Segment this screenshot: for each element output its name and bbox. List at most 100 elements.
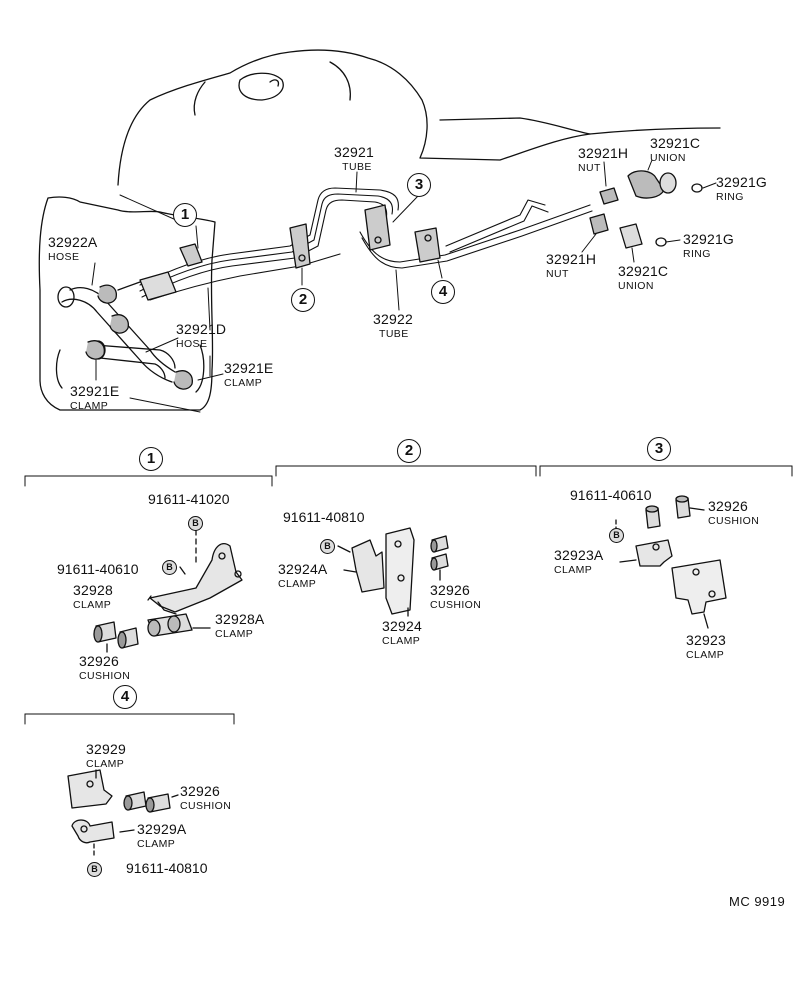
part-name: CLAMP: [382, 635, 421, 647]
bolt-b-icon: B: [188, 516, 203, 531]
part-number: 32921C: [650, 135, 701, 151]
part-name: CLAMP: [86, 758, 125, 770]
part-name: CLAMP: [70, 400, 109, 412]
view-1-marker: 1: [173, 203, 197, 227]
part-number: 32923: [686, 632, 726, 648]
label-ring-32921G-bottom: 32921G RING: [683, 232, 734, 260]
detail-1-header: 1: [139, 447, 163, 471]
leader-lines-main: [91, 159, 717, 413]
part-name: CLAMP: [278, 578, 317, 590]
hose-assembly: [57, 243, 203, 390]
part-name: NUT: [578, 162, 601, 174]
part-name: CLAMP: [554, 564, 593, 576]
view-2-marker: 2: [291, 288, 315, 312]
part-number: 32926: [79, 653, 119, 669]
part-name: CUSHION: [180, 800, 232, 812]
part-number: 32921G: [683, 231, 735, 247]
label-cushion-32926-d3: 32926 CUSHION: [708, 499, 759, 527]
part-name: UNION: [618, 280, 654, 292]
label-clamp-32929: 32929 CLAMP: [86, 742, 126, 770]
detail-2-header: 2: [397, 439, 421, 463]
part-name: TUBE: [342, 161, 372, 173]
detail3-parts: [615, 495, 727, 629]
part-number: 32922A: [48, 234, 98, 250]
part-name: CLAMP: [224, 377, 263, 389]
part-number: 32921H: [546, 251, 597, 267]
label-clamp-32921E-right: 32921E CLAMP: [224, 361, 273, 389]
tube-clamp-3: [364, 204, 391, 251]
detail-4-header: 4: [113, 685, 137, 709]
label-clamp-32928A: 32928A CLAMP: [215, 612, 264, 640]
part-name: HOSE: [176, 338, 208, 350]
bolt-b-icon: B: [609, 528, 624, 543]
part-name: CUSHION: [708, 515, 760, 527]
bolt-code-91611-40810: 91611-40810: [126, 860, 208, 876]
label-nut-32921H-top: 32921H NUT: [578, 146, 628, 174]
part-name: CUSHION: [79, 670, 131, 682]
part-number: 32929: [86, 741, 126, 757]
part-number: 32921D: [176, 321, 227, 337]
detail4-parts: [67, 769, 179, 859]
part-number: 32928A: [215, 611, 265, 627]
part-number: 32926: [180, 783, 220, 799]
label-union-32921C-bottom: 32921C UNION: [618, 264, 668, 292]
part-number: 32921: [334, 144, 374, 160]
part-number: 32921E: [70, 383, 120, 399]
label-union-32921C-top: 32921C UNION: [650, 136, 700, 164]
part-number: 32926: [430, 582, 470, 598]
part-number: 32921E: [224, 360, 274, 376]
part-name: CLAMP: [215, 628, 254, 640]
part-name: UNION: [650, 152, 686, 164]
fittings-right: [589, 170, 703, 249]
label-hose-32921D: 32921D HOSE: [176, 322, 226, 350]
view-3-marker: 3: [407, 173, 431, 197]
label-cushion-32926-d1: 32926 CUSHION: [79, 654, 130, 682]
bolt-b-icon: B: [162, 560, 177, 575]
tube-clamp-4: [414, 227, 441, 263]
bolt-b-icon: B: [320, 539, 335, 554]
label-clamp-32929A: 32929A CLAMP: [137, 822, 186, 850]
detail1-parts: [93, 529, 243, 653]
part-number: 32929A: [137, 821, 187, 837]
bolt-code-91611-41020: 91611-41020: [148, 491, 230, 507]
transmission-outline: [38, 49, 721, 411]
part-number: 32921G: [716, 174, 768, 190]
part-number: 32921H: [578, 145, 629, 161]
detail2-parts: [337, 527, 449, 617]
label-clamp-32924A: 32924A CLAMP: [278, 562, 327, 590]
bolt-code-91611-40810: 91611-40810: [283, 509, 365, 525]
part-number: 32928: [73, 582, 113, 598]
label-cushion-32926-d4: 32926 CUSHION: [180, 784, 231, 812]
part-number: 32924: [382, 618, 422, 634]
label-clamp-32924: 32924 CLAMP: [382, 619, 422, 647]
label-clamp-32921E-left: 32921E CLAMP: [70, 384, 119, 412]
part-name: HOSE: [48, 251, 80, 263]
tube-clamp-2: [289, 223, 311, 269]
view-4-marker: 4: [431, 280, 455, 304]
part-name: CLAMP: [686, 649, 725, 661]
part-number: 32923A: [554, 547, 604, 563]
label-clamp-32923A: 32923A CLAMP: [554, 548, 603, 576]
detail-3-header: 3: [647, 437, 671, 461]
label-nut-32921H-bottom: 32921H NUT: [546, 252, 596, 280]
label-clamp-32923: 32923 CLAMP: [686, 633, 726, 661]
part-name: NUT: [546, 268, 569, 280]
detail-section-rules: [24, 465, 793, 725]
diagram-code: MC 9919: [729, 894, 786, 909]
brake-tubes: [139, 187, 593, 301]
part-name: CLAMP: [137, 838, 176, 850]
bolt-b-icon: B: [87, 862, 102, 877]
label-cushion-32926-d2: 32926 CUSHION: [430, 583, 481, 611]
label-hose-32922A: 32922A HOSE: [48, 235, 97, 263]
part-name: RING: [716, 191, 744, 203]
label-clamp-32928: 32928 CLAMP: [73, 583, 113, 611]
bolt-code-91611-40610: 91611-40610: [57, 561, 139, 577]
part-number: 32924A: [278, 561, 328, 577]
part-name: TUBE: [379, 328, 409, 340]
label-ring-32921G-top: 32921G RING: [716, 175, 767, 203]
part-name: CUSHION: [430, 599, 482, 611]
part-number: 32926: [708, 498, 748, 514]
bolt-code-91611-40610: 91611-40610: [570, 487, 652, 503]
